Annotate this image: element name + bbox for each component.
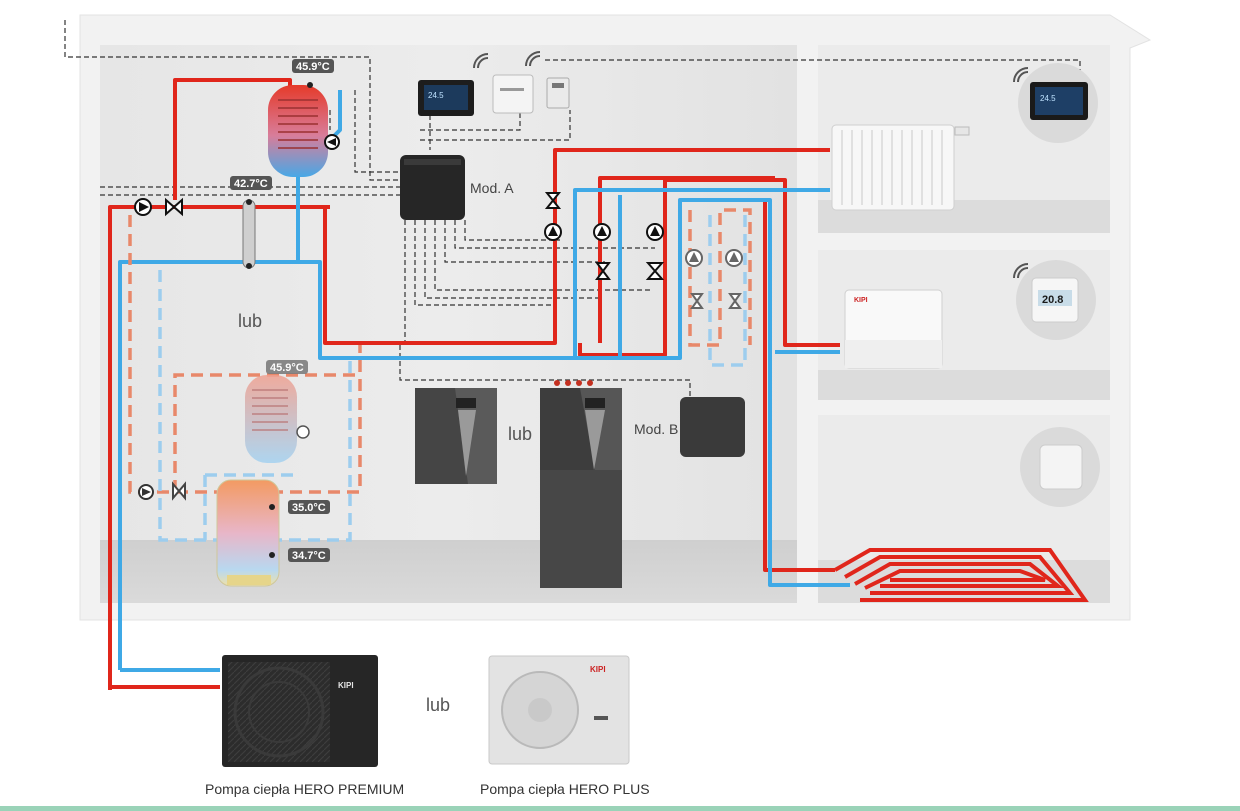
temp-badge-tank-top — [292, 59, 334, 73]
lub-label-middle: lub — [508, 424, 532, 444]
supply-pipes — [108, 78, 840, 690]
premium-brand-logo: KIPI — [338, 681, 354, 690]
caption-hero-premium: Pompa ciepła HERO PREMIUM — [205, 781, 405, 797]
three-way-valve-icon — [595, 262, 742, 309]
module-a-label: Mod. A — [470, 180, 514, 196]
valve-icon — [165, 192, 562, 501]
temp-badge-buffer — [230, 176, 272, 190]
indoor-unit-tower — [540, 380, 622, 588]
bottom-accent-bar — [0, 806, 1240, 811]
pump-icon — [134, 134, 743, 500]
buffer-tank: 35.0°C 34.7°C — [216, 479, 330, 587]
hydraulic-buffer: 42.7°C — [230, 176, 272, 269]
controller-panel: 24.5 — [418, 80, 474, 116]
temp-badge-boiler-upper — [288, 500, 330, 514]
module-b-label: Mod. B — [634, 421, 678, 437]
temp-badge-tank-alt — [266, 360, 308, 374]
return-pipes — [118, 90, 850, 672]
svg-text:42.7°C: 42.7°C — [234, 178, 268, 190]
lub-label-bottom: lub — [426, 695, 450, 715]
room-panel-badge: 24.5 — [1018, 63, 1098, 143]
wifi-module — [492, 74, 534, 114]
heat-pump-hero-plus: KIPI — [488, 655, 630, 765]
hot-water-tank-alt: 45.9°C — [245, 360, 308, 463]
underfloor-heating — [834, 548, 1089, 602]
heat-pump-hero-premium: KIPI — [222, 655, 378, 767]
indoor-unit-compact — [415, 388, 497, 484]
wifi-signal-icon — [473, 51, 1029, 279]
controller-display: 24.5 — [428, 91, 444, 100]
room-panel-display: 24.5 — [1040, 94, 1056, 103]
module-a: Mod. A — [400, 155, 514, 220]
fan-coil-logo: KIPI — [854, 297, 868, 304]
module-b: Mod. B — [634, 397, 745, 457]
hot-water-tank: 45.9°C — [268, 59, 334, 177]
temp-badge-boiler-lower — [288, 548, 330, 562]
svg-text:35.0°C: 35.0°C — [292, 502, 326, 514]
gsm-module — [546, 77, 570, 109]
svg-text:45.9°C: 45.9°C — [296, 61, 330, 73]
svg-text:45.9°C: 45.9°C — [270, 362, 304, 374]
lub-label-left: lub — [238, 311, 262, 331]
svg-text:34.7°C: 34.7°C — [292, 550, 326, 562]
caption-hero-plus: Pompa ciepła HERO PLUS — [480, 781, 650, 797]
thermostat-display: 20.8 — [1042, 294, 1063, 306]
radiator — [831, 124, 970, 211]
sensor-badge — [1020, 427, 1100, 507]
thermostat-badge: 20.8 — [1016, 260, 1096, 340]
fan-coil-unit: KIPI — [844, 289, 943, 369]
plus-brand-logo: KIPI — [590, 665, 606, 674]
